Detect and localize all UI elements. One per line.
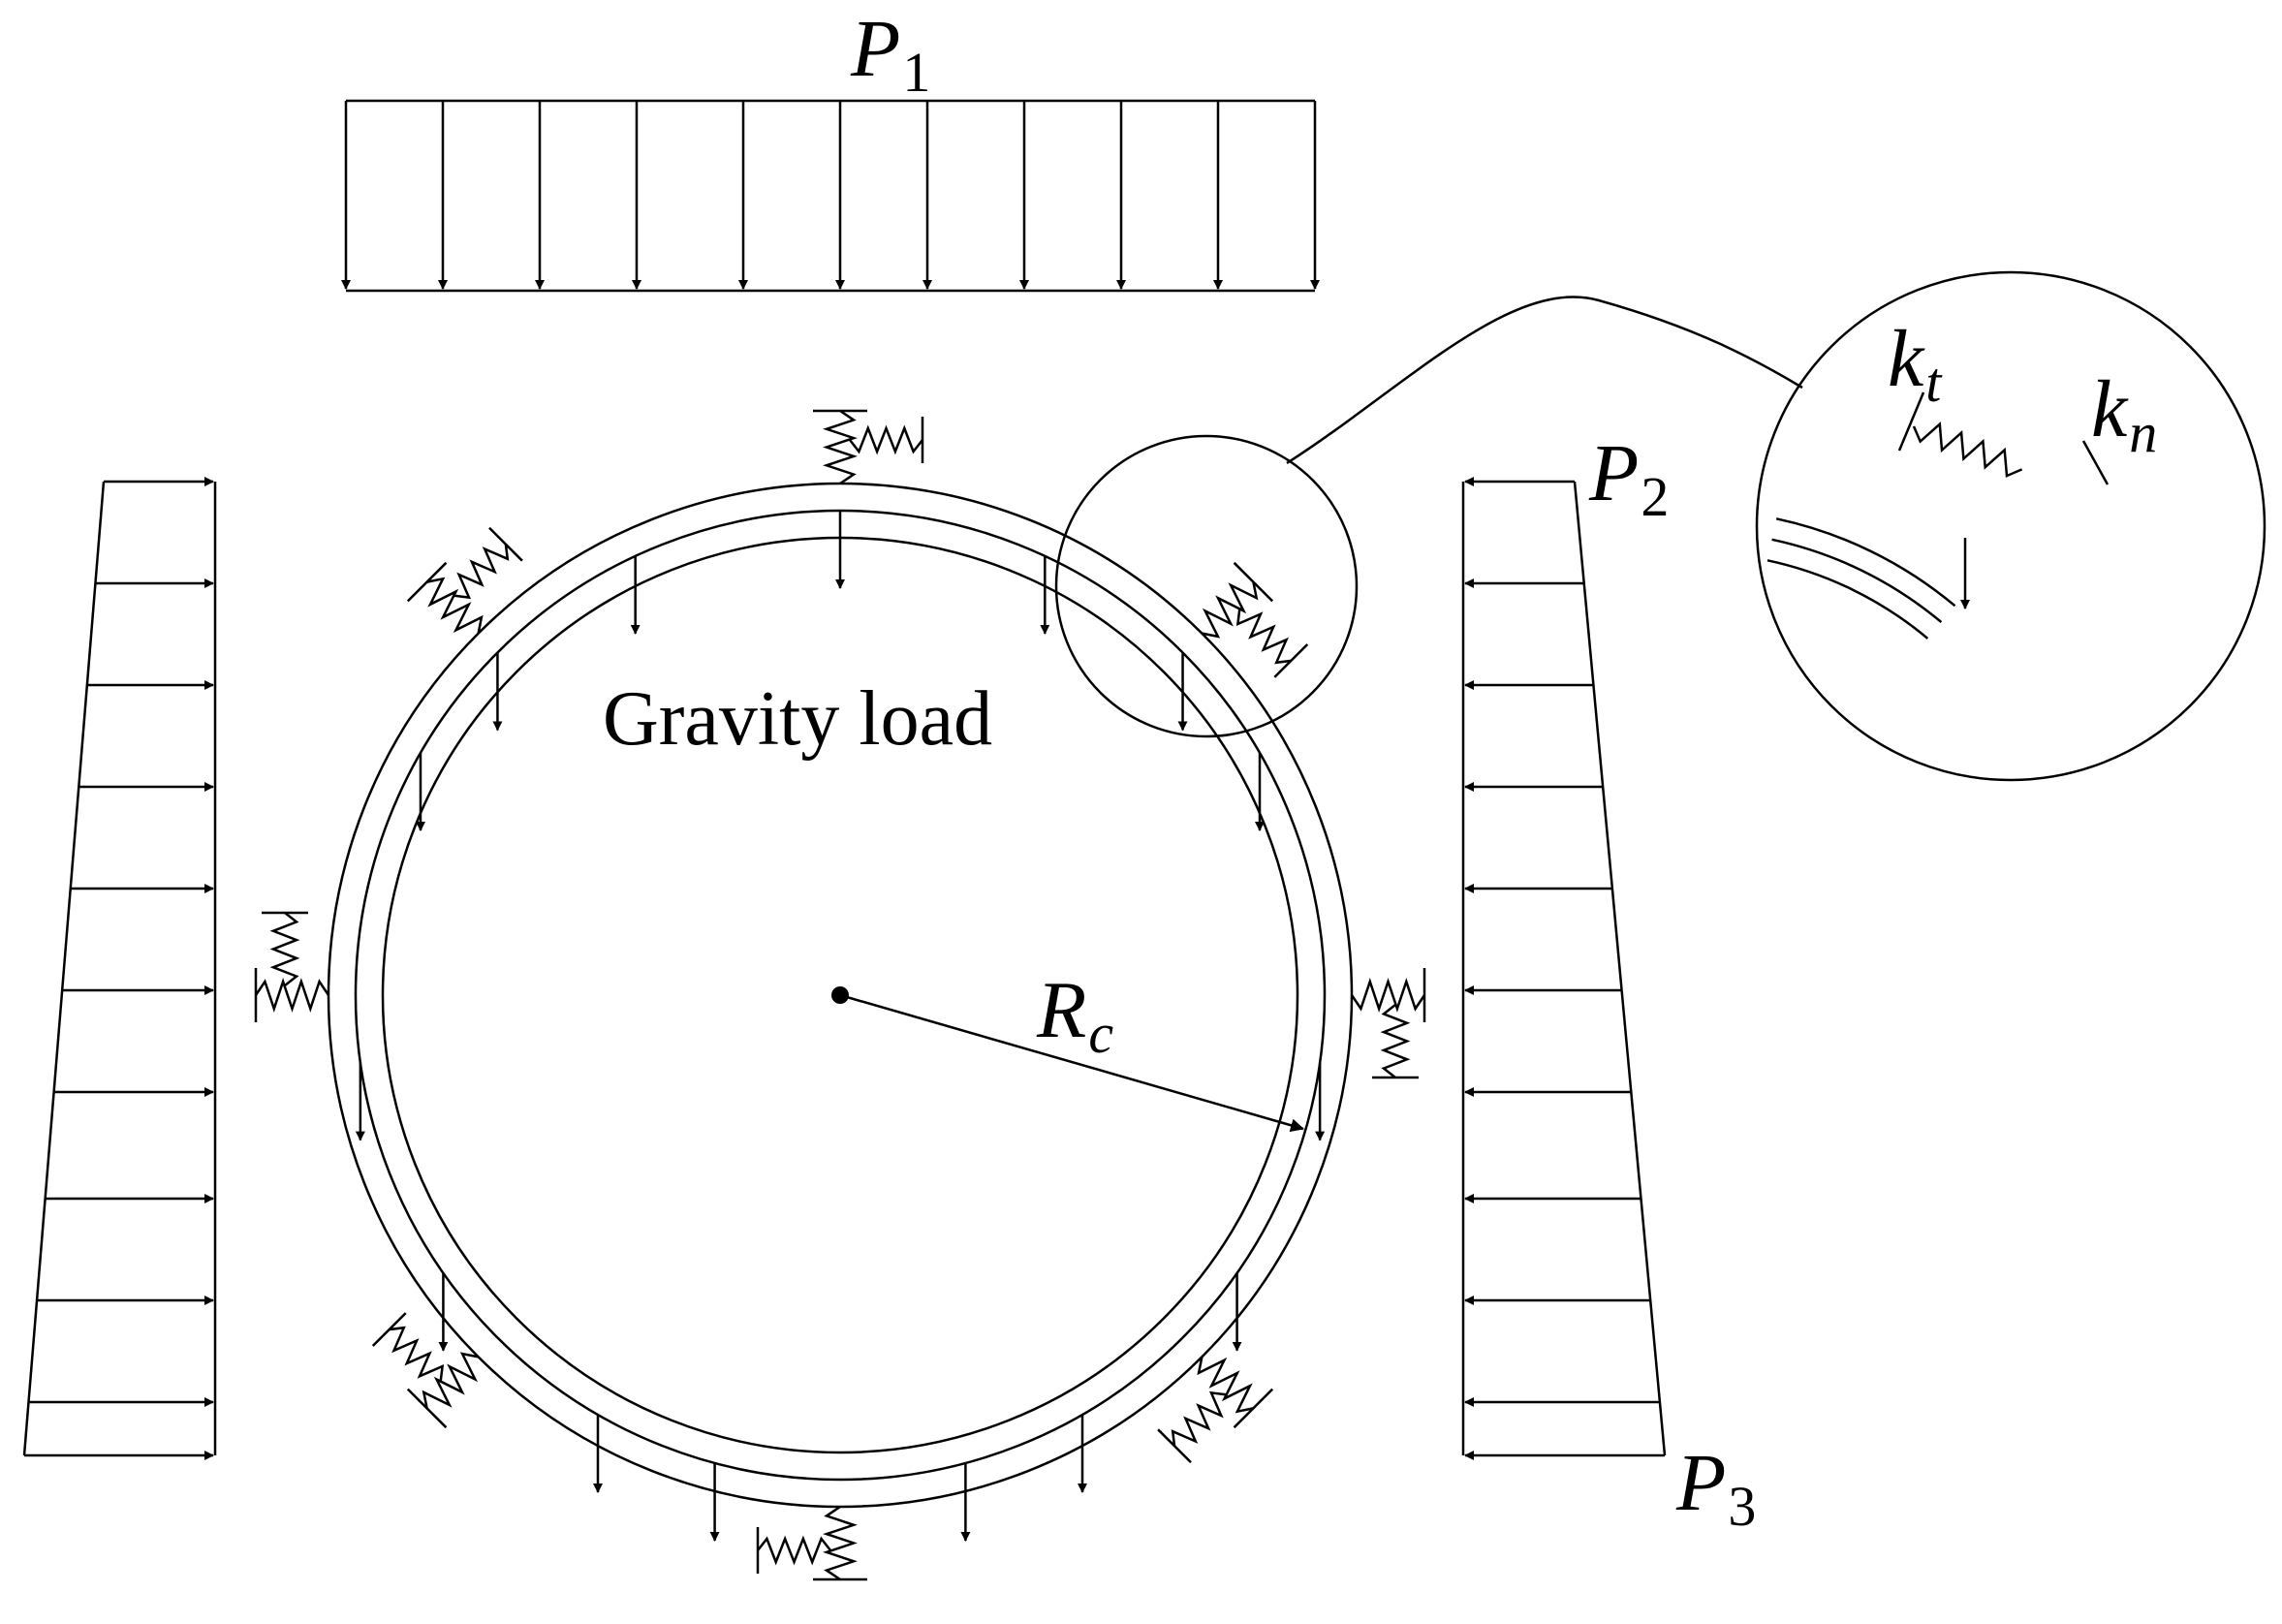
detail-connector-curve bbox=[1286, 296, 1803, 465]
detail-source-circle bbox=[1054, 434, 1359, 738]
radius-indicator bbox=[831, 986, 1304, 1133]
tangent-spring-support-7 bbox=[1157, 1428, 1192, 1464]
normal-spring-support-7 bbox=[1233, 1388, 1274, 1429]
normal-spring-8 bbox=[823, 1505, 858, 1581]
tangent-spring-support-3 bbox=[488, 526, 523, 562]
zoom-tangent-spring bbox=[1912, 422, 2023, 478]
spring-group-5 bbox=[254, 911, 330, 1022]
ground-springs bbox=[254, 409, 1426, 1581]
normal-spring-3 bbox=[426, 577, 484, 634]
tangent-spring-1 bbox=[849, 424, 923, 455]
detail-callout bbox=[1054, 270, 2266, 782]
label-rc: Rc bbox=[1036, 965, 1113, 1065]
tangent-spring-6 bbox=[389, 1326, 445, 1382]
radius-line bbox=[839, 993, 1304, 1133]
tangent-spring-support-2 bbox=[1273, 643, 1309, 678]
spring-group-8 bbox=[756, 1505, 867, 1581]
left-load-arrows bbox=[24, 477, 214, 1460]
zoom-detail-contents bbox=[1766, 391, 2110, 640]
normal-spring-4 bbox=[1350, 978, 1426, 1013]
spring-group-7 bbox=[1157, 1357, 1274, 1464]
right-lateral-load bbox=[1461, 477, 1667, 1460]
normal-spring-1 bbox=[823, 409, 858, 485]
detail-zoom-circle bbox=[1755, 270, 2266, 782]
gravity-load-arrows bbox=[355, 511, 1326, 1542]
normal-spring-7 bbox=[1197, 1357, 1254, 1414]
zoom-normal-support bbox=[2081, 440, 2110, 485]
right-load-slanted-line bbox=[1573, 481, 1667, 1456]
tangent-spring-7 bbox=[1171, 1390, 1227, 1447]
spring-group-4 bbox=[1350, 968, 1426, 1079]
label-kn: kn bbox=[2091, 364, 2157, 464]
normal-spring-2 bbox=[1202, 581, 1259, 639]
tangent-spring-8 bbox=[757, 1535, 831, 1566]
zoom-tangent-support bbox=[1897, 391, 1925, 452]
spring-group-1 bbox=[813, 409, 924, 485]
tangent-spring-4 bbox=[1380, 1004, 1411, 1078]
zoom-lining-arc-3 bbox=[1775, 517, 1956, 608]
label-gravity-load: Gravity load bbox=[603, 676, 992, 762]
label-kt: kt bbox=[1888, 314, 1943, 414]
tangent-spring-5 bbox=[269, 912, 300, 986]
zoom-lining-arc-1 bbox=[1766, 559, 1929, 640]
top-load-arrows bbox=[341, 101, 1320, 290]
normal-spring-6 bbox=[422, 1352, 479, 1409]
label-p2: P2 bbox=[1588, 428, 1669, 528]
normal-spring-support-6 bbox=[406, 1388, 448, 1429]
label-p1: P1 bbox=[850, 4, 930, 104]
label-p3: P3 bbox=[1675, 1438, 1756, 1538]
tangent-spring-3 bbox=[453, 544, 510, 600]
right-load-arrows bbox=[1464, 477, 1665, 1460]
top-load-p1 bbox=[341, 99, 1320, 293]
tangent-spring-support-6 bbox=[371, 1312, 407, 1347]
tangent-spring-2 bbox=[1235, 609, 1292, 665]
normal-spring-support-2 bbox=[1233, 561, 1274, 603]
left-lateral-load bbox=[22, 477, 217, 1460]
normal-spring-5 bbox=[254, 978, 330, 1013]
spring-group-2 bbox=[1202, 561, 1309, 678]
spring-group-6 bbox=[371, 1312, 479, 1429]
spring-group-3 bbox=[406, 526, 523, 634]
normal-spring-support-3 bbox=[406, 561, 448, 603]
zoom-lining-arc-2 bbox=[1771, 538, 1943, 624]
left-load-slanted-line bbox=[22, 481, 106, 1456]
